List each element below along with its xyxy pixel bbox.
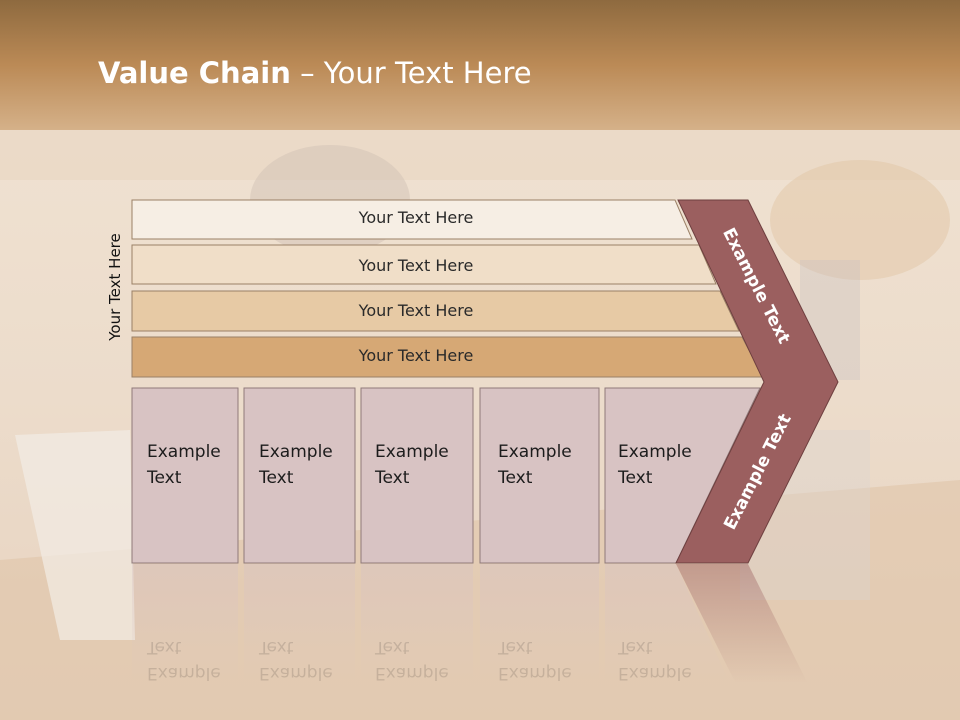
chevron-arrow	[675, 199, 839, 564]
box-4	[479, 387, 600, 564]
row-4-label: Your Text Here	[358, 346, 474, 365]
box-3-label: Example Text	[375, 442, 449, 488]
box-1	[131, 387, 239, 564]
box-5-label: Example Text	[618, 442, 692, 488]
title-rest: – Your Text Here	[290, 56, 532, 90]
box-1-reflection: Example Text	[147, 637, 221, 683]
box-3-reflection: Example Text	[375, 637, 449, 683]
box-4-reflection: Example Text	[498, 637, 572, 683]
box-4-label: Example Text	[498, 442, 572, 488]
box-3	[360, 387, 474, 564]
box-2-reflection: Example Text	[259, 637, 333, 683]
box-2-label: Example Text	[259, 442, 333, 488]
box-2	[243, 387, 356, 564]
slide-title: Value Chain – Your Text Here	[98, 56, 532, 90]
box-5-reflection: Example Text	[618, 637, 692, 683]
title-bold: Value Chain	[98, 56, 291, 90]
side-label: Your Text Here	[106, 233, 124, 341]
row-1-bar	[131, 199, 693, 240]
row-3-bar	[131, 290, 740, 332]
row-2-label: Your Text Here	[358, 256, 474, 275]
row-1-label: Your Text Here	[358, 208, 474, 227]
row-3-label: Your Text Here	[358, 301, 474, 320]
box-1-label: Example Text	[147, 442, 221, 488]
row-2-bar	[131, 244, 717, 285]
